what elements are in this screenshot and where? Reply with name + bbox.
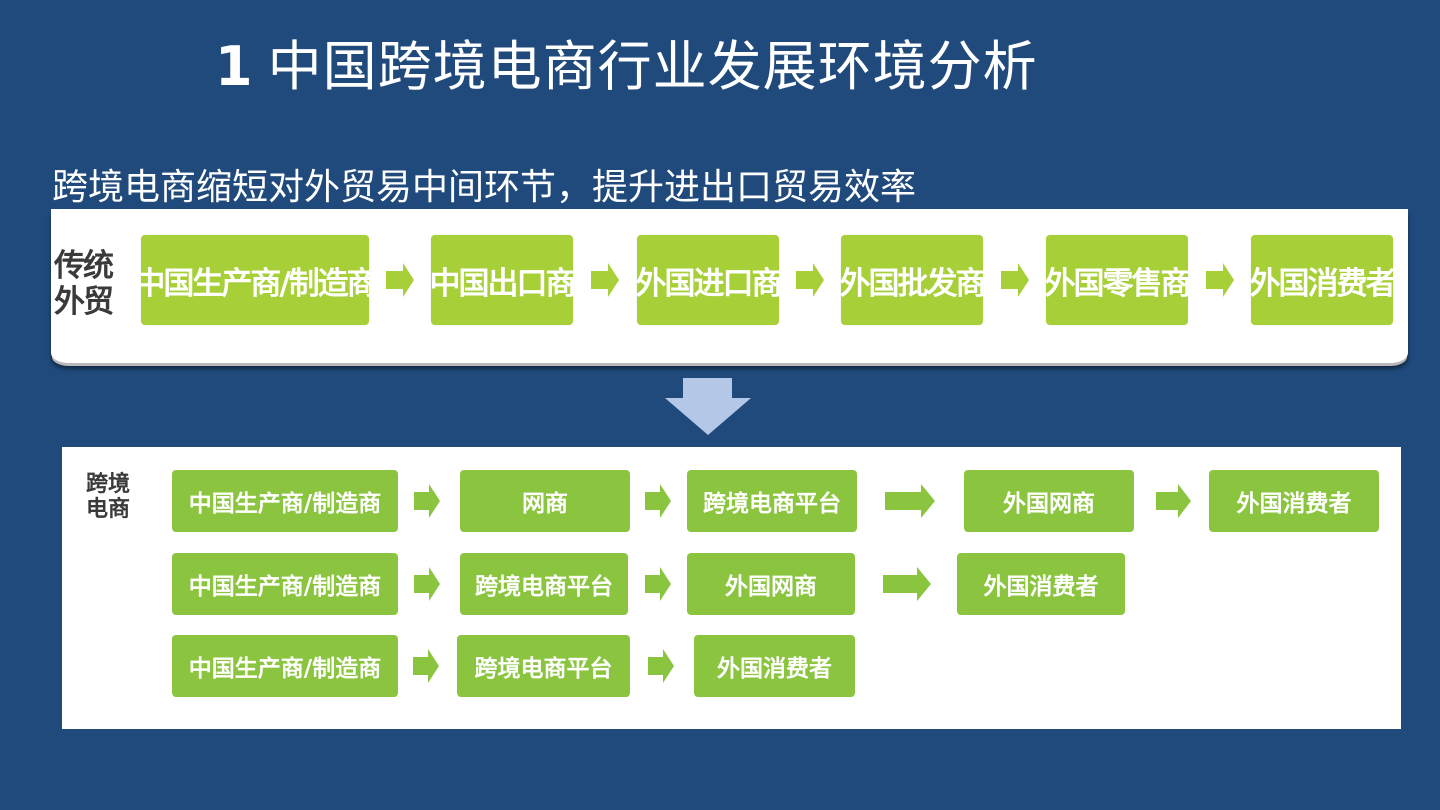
crossborder-step-box: 跨境电商平台 <box>460 553 628 615</box>
traditional-label-line1: 传统 <box>54 248 114 284</box>
crossborder-step-box: 外国网商 <box>687 553 855 615</box>
crossborder-step-box: 外国消费者 <box>694 635 855 697</box>
right-arrow-icon <box>386 263 414 297</box>
traditional-trade-label: 传统 外贸 <box>54 248 114 320</box>
right-arrow-icon <box>648 649 674 683</box>
slide-subtitle: 跨境电商缩短对外贸易中间环节，提升进出口贸易效率 <box>52 167 917 208</box>
right-arrow-icon <box>1001 263 1029 297</box>
traditional-step-box: 外国批发商 <box>840 235 987 325</box>
down-arrow-icon <box>664 378 752 440</box>
crossborder-step-box: 外国消费者 <box>957 553 1125 615</box>
crossborder-label: 跨境 电商 <box>86 472 130 523</box>
right-arrow-icon <box>883 567 931 601</box>
right-arrow-icon <box>796 263 824 297</box>
traditional-trade-panel: 传统 外贸 中国生产商/制造商 中国出口商 外国进口商 外国批发商 外国零售商 … <box>51 209 1408 363</box>
crossborder-step-box: 中国生产商/制造商 <box>172 635 398 697</box>
right-arrow-icon <box>413 649 439 683</box>
traditional-label-line2: 外贸 <box>54 283 114 320</box>
right-arrow-icon <box>414 484 440 518</box>
title-text: 中国跨境电商行业发展环境分析 <box>267 35 1038 98</box>
title-number: 1 <box>215 35 254 98</box>
right-arrow-icon <box>645 567 671 601</box>
crossborder-step-box: 网商 <box>460 470 630 532</box>
crossborder-ecommerce-panel: 跨境 电商 中国生产商/制造商 网商 跨境电商平台 外国网商 外国消费者 中国生… <box>62 447 1401 729</box>
crossborder-label-line1: 跨境 <box>86 472 131 497</box>
crossborder-step-box: 外国消费者 <box>1209 470 1379 532</box>
right-arrow-icon <box>1156 484 1191 518</box>
traditional-step-box: 外国消费者 <box>1250 235 1397 325</box>
crossborder-step-box: 外国网商 <box>964 470 1134 532</box>
crossborder-step-box: 中国生产商/制造商 <box>172 470 398 532</box>
right-arrow-icon <box>1206 263 1234 297</box>
traditional-step-box: 中国生产商/制造商 <box>134 235 378 325</box>
traditional-step-box: 中国出口商 <box>430 235 577 325</box>
traditional-step-box: 外国零售商 <box>1045 235 1192 325</box>
right-arrow-icon <box>645 484 671 518</box>
crossborder-step-box: 跨境电商平台 <box>457 635 630 697</box>
traditional-step-box: 外国进口商 <box>636 235 783 325</box>
crossborder-step-box: 中国生产商/制造商 <box>172 553 398 615</box>
crossborder-label-line2: 电商 <box>86 497 131 523</box>
right-arrow-icon <box>591 263 619 297</box>
right-arrow-icon <box>414 567 440 601</box>
right-arrow-icon <box>885 484 935 518</box>
crossborder-step-box: 跨境电商平台 <box>687 470 857 532</box>
